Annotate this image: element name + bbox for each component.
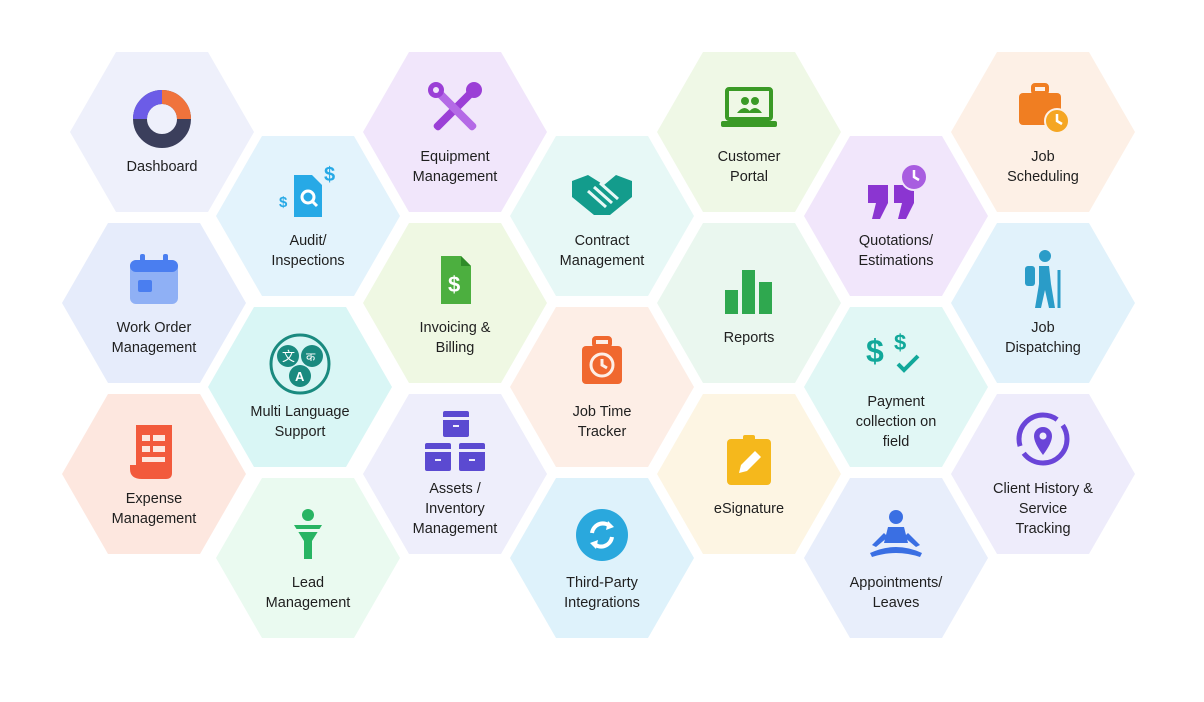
bar-chart-icon: [725, 270, 772, 314]
feature-label: Job Dispatching: [1005, 320, 1081, 356]
feature-label: Client History & Service Tracking: [993, 481, 1093, 537]
feature-label: Invoicing & Billing: [419, 320, 491, 356]
feature-label: Third-Party Integrations: [564, 575, 640, 611]
feature-label: Work Order Management: [111, 320, 197, 356]
feature-reports[interactable]: Reports: [657, 223, 841, 383]
feature-label: Equipment Management: [412, 149, 498, 185]
timer-briefcase-icon: [582, 336, 622, 384]
feature-third-party[interactable]: Third-Party Integrations: [510, 478, 694, 638]
feature-payment[interactable]: $ $ Payment collection on field: [804, 307, 988, 467]
feature-work-order[interactable]: Work Order Management: [62, 223, 246, 383]
handshake-icon: [572, 175, 632, 215]
feature-label: Contract Management: [559, 233, 645, 269]
sync-icon: [576, 509, 628, 561]
feature-label: Lead Management: [265, 575, 351, 611]
feature-label: Customer Portal: [717, 149, 781, 185]
feature-label: Appointments/ Leaves: [849, 575, 943, 611]
feature-contract[interactable]: Contract Management: [510, 136, 694, 296]
dollar-check-icon: $ $: [866, 330, 920, 373]
invoice-dollar-icon: $: [441, 256, 471, 304]
feature-lead[interactable]: Lead Management: [216, 478, 400, 638]
feature-job-scheduling[interactable]: Job Scheduling: [951, 52, 1135, 212]
feature-label: Expense Management: [111, 491, 197, 527]
feature-label: Audit/ Inspections: [271, 233, 345, 269]
calendar-icon: [130, 254, 178, 304]
feature-customer-portal[interactable]: Customer Portal: [657, 52, 841, 212]
feature-job-dispatching[interactable]: Job Dispatching: [951, 223, 1135, 383]
location-pin-icon: [1016, 412, 1070, 466]
funnel-person-icon: [294, 509, 322, 559]
feature-esignature[interactable]: eSignature: [657, 394, 841, 554]
feature-equipment[interactable]: Equipment Management: [363, 52, 547, 212]
boxes-icon: [425, 411, 485, 471]
feature-label: Payment collection on field: [855, 394, 937, 450]
language-icon: 文 क A: [269, 333, 331, 395]
meditation-icon: [870, 510, 922, 557]
feature-audit[interactable]: $ $ Audit/ Inspections: [216, 136, 400, 296]
feature-label: Job Scheduling: [1007, 149, 1079, 185]
svg-text:$: $: [448, 272, 460, 297]
svg-text:A: A: [295, 369, 305, 384]
hiker-icon: [1025, 250, 1061, 308]
quote-clock-icon: [868, 163, 928, 219]
svg-text:क: क: [306, 350, 316, 364]
feature-label: Quotations/ Estimations: [858, 233, 934, 269]
tools-icon: [428, 82, 482, 131]
svg-text:$: $: [279, 194, 288, 211]
feature-multi-language[interactable]: 文 क A Multi Language Support: [208, 307, 392, 467]
feature-label: Reports: [723, 330, 775, 346]
feature-label: Multi Language Support: [250, 404, 350, 440]
svg-text:文: 文: [282, 350, 295, 365]
svg-text:$: $: [324, 164, 335, 186]
feature-label: eSignature: [713, 501, 785, 517]
feature-dashboard[interactable]: Dashboard: [70, 52, 254, 212]
feature-invoicing[interactable]: $ Invoicing & Billing: [363, 223, 547, 383]
svg-text:$: $: [894, 330, 906, 355]
feature-appointments[interactable]: Appointments/ Leaves: [804, 478, 988, 638]
feature-expense[interactable]: Expense Management: [62, 394, 246, 554]
document-search-dollar-icon: $ $: [279, 164, 335, 217]
feature-label: Job Time Tracker: [572, 404, 632, 440]
pen-pad-icon: [727, 435, 771, 485]
laptop-users-icon: [721, 87, 777, 127]
donut-chart-icon: [133, 90, 191, 148]
feature-client-history[interactable]: Client History & Service Tracking: [951, 394, 1135, 554]
receipt-icon: [130, 425, 172, 479]
svg-text:$: $: [866, 333, 884, 369]
briefcase-clock-icon: [1019, 83, 1070, 134]
feature-label: Dashboard: [126, 159, 198, 175]
feature-quotations[interactable]: Quotations/ Estimations: [804, 136, 988, 296]
feature-job-time[interactable]: Job Time Tracker: [510, 307, 694, 467]
feature-label: Assets / Inventory Management: [412, 481, 498, 537]
feature-assets[interactable]: Assets / Inventory Management: [363, 394, 547, 554]
